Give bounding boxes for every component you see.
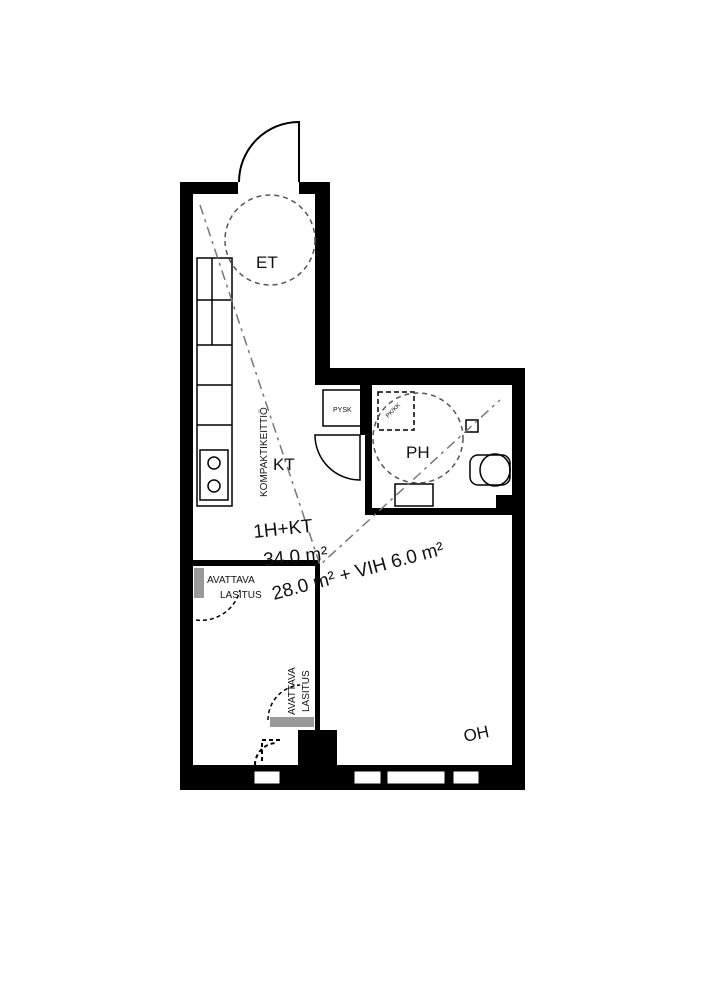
doors [238, 120, 361, 766]
wall-right [512, 368, 525, 790]
glazing-label-1a: AVATTAVA [207, 575, 255, 586]
glazing-label-1b: LASITUS [220, 590, 262, 601]
apartment-type: 1H+KT [252, 516, 314, 543]
closet-box [322, 389, 364, 427]
wall-bath-left [365, 385, 372, 515]
wall-bath-corner [496, 495, 512, 515]
sink [394, 483, 434, 507]
ph-turning-circle [372, 392, 464, 484]
window [253, 770, 281, 785]
room-label-kt: KT [273, 455, 295, 474]
et-turning-circle [224, 194, 316, 286]
window [386, 770, 446, 785]
toilet-tank [469, 454, 511, 486]
wall-glazing-top [192, 560, 320, 566]
stove-burner [207, 479, 221, 493]
toilet [479, 453, 511, 487]
glazing-hatch [194, 568, 204, 598]
wall-step-top [315, 368, 525, 385]
balcony-door [254, 739, 280, 766]
wall-bath-bottom [365, 508, 512, 515]
windows [253, 770, 480, 785]
glazing-label-2b: LASITUS [301, 670, 312, 712]
window [353, 770, 382, 785]
room-label-pysk: PYSK [333, 407, 352, 414]
closet-door [314, 434, 361, 481]
glazing-hatch [270, 717, 314, 727]
wall-glazing-right [315, 560, 320, 735]
window [452, 770, 480, 785]
fixtures [195, 194, 511, 721]
stove-burner [207, 456, 221, 470]
room-label-et: ET [256, 253, 278, 272]
kitchen-counter [196, 257, 233, 507]
pillar [298, 730, 337, 790]
wall-left [180, 182, 193, 790]
floor-drain [465, 419, 479, 433]
stove [199, 449, 229, 501]
room-label-oh: OH [462, 722, 491, 746]
room-label-kompaktikeittio: KOMPAKTIKEITTIÖ [258, 407, 270, 497]
entrance-door [238, 120, 300, 183]
glazing-label-2a: AVATTAVA [287, 667, 298, 715]
wall-upper-right [315, 182, 330, 385]
wall-top-left [180, 182, 238, 194]
appliance-label: PK/KK [385, 403, 402, 420]
room-label-ph: PH [406, 443, 430, 462]
glazing-arc [195, 589, 241, 622]
washer-box [377, 391, 415, 431]
